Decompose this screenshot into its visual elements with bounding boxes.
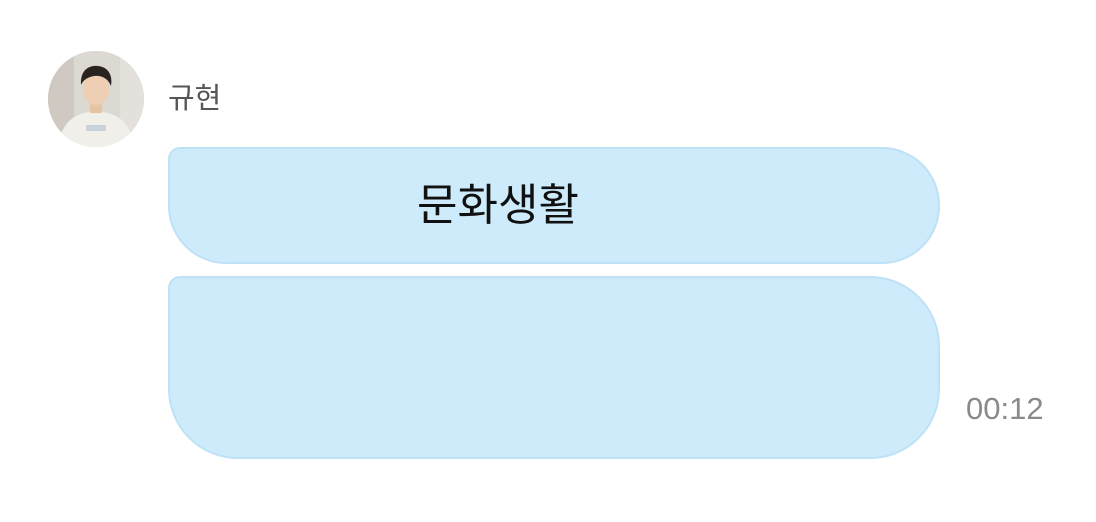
message-timestamp: 00:12 [966, 391, 1044, 426]
avatar[interactable] [48, 51, 144, 147]
profile-photo-icon [48, 51, 144, 147]
message-text: 문화생활 [417, 179, 579, 231]
sender-name: 규현 [168, 81, 222, 115]
message-bubble[interactable]: 문화생활 [168, 147, 940, 264]
message-bubble[interactable] [168, 276, 940, 459]
